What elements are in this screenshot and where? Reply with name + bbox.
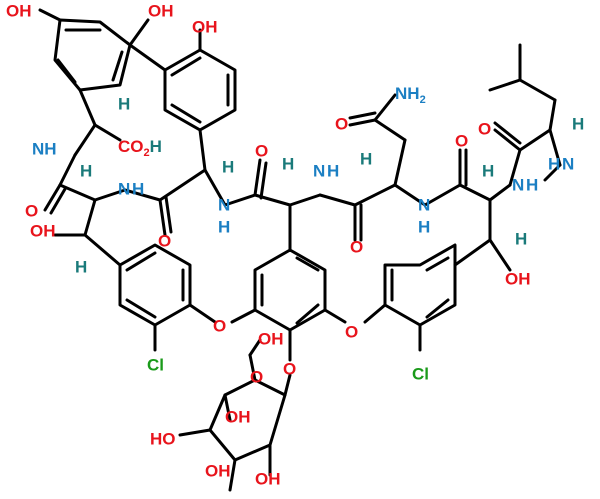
atom-labels: OH OH OH NH2 O NH H CO2H H O N H OH H O … — [6, 1, 584, 488]
nh-methyl: H — [548, 154, 560, 173]
oh-top-left: OH — [6, 1, 32, 20]
nh-a5: N — [512, 175, 524, 194]
oh-sugar-ch2: OH — [258, 329, 284, 348]
oh-left-benzylic: OH — [30, 221, 56, 240]
o-a3: O — [350, 237, 363, 256]
h-leu: H — [572, 114, 584, 133]
o-glyco: O — [283, 359, 296, 378]
nh-a5-h: H — [526, 175, 538, 194]
nh-a3-h: H — [327, 161, 339, 180]
o-a2: O — [255, 141, 268, 160]
h-left-upper: H — [118, 94, 130, 113]
nh-a1-h: H — [132, 179, 144, 198]
cl-right: Cl — [412, 364, 429, 383]
o-ring-left: O — [25, 201, 38, 220]
o-ether-left: O — [213, 316, 226, 335]
nh-a4: N — [418, 195, 430, 214]
nh-a1: N — [118, 179, 130, 198]
oh-sugar-3: OH — [205, 461, 231, 480]
o-sugar-ring: O — [250, 367, 263, 386]
nh-a4-h: H — [418, 217, 430, 236]
h-left-benzylic: H — [75, 257, 87, 276]
h-a2: H — [222, 157, 234, 176]
h-a3: H — [282, 154, 294, 173]
nh-methyl-n: N — [562, 154, 574, 173]
nh-a2: N — [218, 195, 230, 214]
oh-top-mid: OH — [148, 1, 174, 20]
h-asn: H — [360, 149, 372, 168]
nh-a3: N — [313, 161, 325, 180]
oh-sugar-4: OH — [255, 469, 281, 488]
oh-sugar-1: OH — [225, 407, 251, 426]
h-left-chain: H — [80, 161, 92, 180]
cl-left: Cl — [147, 355, 164, 374]
o-leu: O — [478, 119, 491, 138]
nh-a2-h: H — [218, 217, 230, 236]
o-a4: O — [455, 131, 468, 150]
nh-left: NH — [32, 139, 57, 158]
oh-sugar-2: HO — [150, 429, 176, 448]
h-right-benzylic: H — [515, 229, 527, 248]
oh-right-benzylic: OH — [505, 269, 531, 288]
h-a5: H — [482, 161, 494, 180]
co2h-label: CO2H — [118, 137, 162, 158]
o-amide-side: O — [335, 114, 348, 133]
nh2-amide: NH2 — [395, 84, 426, 105]
oh-phenol-right: OH — [192, 17, 218, 36]
bond-skeleton — [38, 8, 562, 492]
o-ether-right: O — [345, 322, 358, 341]
o-a1: O — [158, 231, 171, 250]
